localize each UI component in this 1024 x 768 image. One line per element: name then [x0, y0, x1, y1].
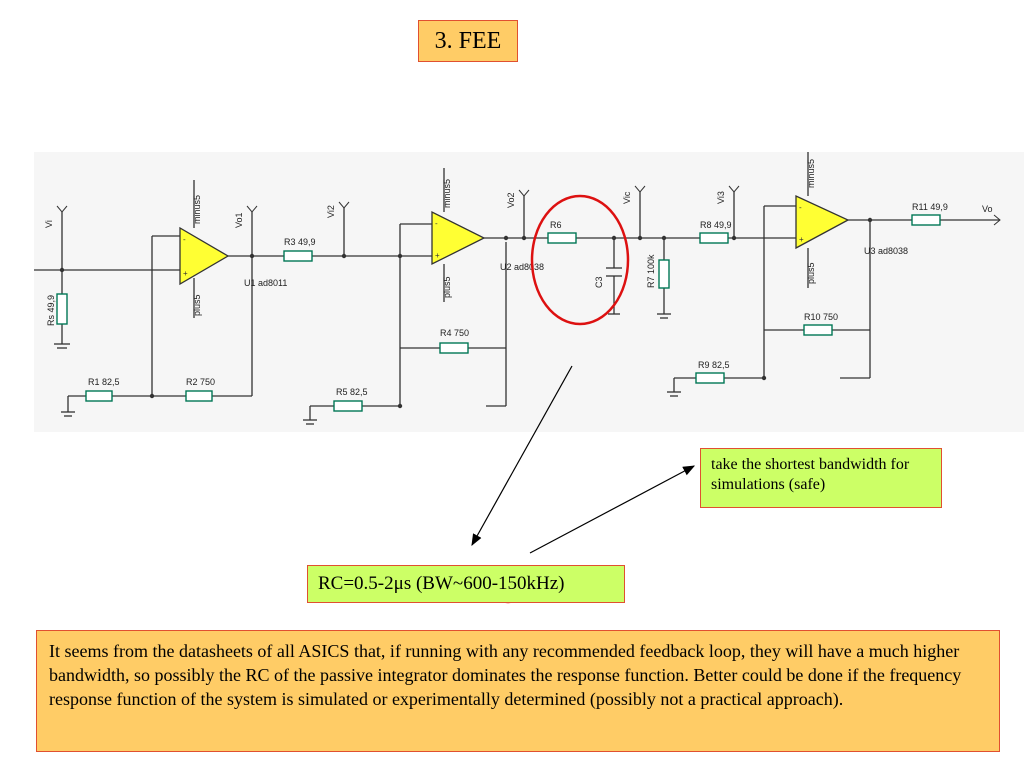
- test-point-forks: [56, 185, 1001, 226]
- junction-dots: [59, 217, 873, 409]
- label-vic: Vic: [622, 191, 632, 204]
- rc-prefix: RC=0.5-2μs (BW~: [318, 573, 464, 594]
- label-u1-minus: minus5: [192, 195, 202, 224]
- label-r3: R3 49,9: [284, 237, 316, 247]
- svg-text:-: -: [799, 203, 802, 212]
- label-r7: R7 100k: [646, 254, 656, 288]
- label-vo1: Vo1: [234, 212, 244, 228]
- resistors: [56, 214, 941, 412]
- label-r6: R6: [550, 220, 562, 230]
- label-vo: Vo: [982, 204, 993, 214]
- op-amps: [179, 194, 850, 286]
- svg-text:+: +: [183, 269, 188, 278]
- resistor-r9: [695, 372, 725, 384]
- resistor-r2: [185, 390, 213, 402]
- label-u2: U2 ad8038: [500, 262, 544, 272]
- opamp-u3: [795, 194, 850, 250]
- label-r8: R8 49,9: [700, 220, 732, 230]
- bandwidth-note: take the shortest bandwidth for simulati…: [700, 448, 942, 508]
- label-r1: R1 82,5: [88, 377, 120, 387]
- wires: [34, 152, 1000, 425]
- resistor-r4: [439, 342, 469, 354]
- label-u3-minus: minus5: [806, 159, 816, 188]
- label-r10: R10 750: [804, 312, 838, 322]
- svg-text:-: -: [435, 219, 438, 228]
- svg-text:+: +: [435, 251, 440, 260]
- label-rs: Rs 49,9: [46, 295, 56, 326]
- label-r4: R4 750: [440, 328, 469, 338]
- label-vi2: Vi2: [326, 205, 336, 218]
- schematic-labels: Vi Rs 49,9 R1 82,5 R2 750 minus5 plus5 U…: [44, 159, 993, 397]
- resistor-r1: [85, 390, 113, 402]
- rc-bandwidth-box: RC=0.5-2μs (BW~600-150kHz): [307, 565, 625, 603]
- label-r2: R2 750: [186, 377, 215, 387]
- arrow-to-rc-box: [471, 365, 573, 547]
- resistor-r7: [658, 259, 670, 289]
- label-u1: U1 ad8011: [244, 278, 287, 288]
- rc-suffix: -150kHz): [491, 573, 565, 594]
- resistor-r11: [911, 214, 941, 226]
- rc-highlight: 600: [463, 573, 492, 594]
- slide-title: 3. FEE: [418, 20, 518, 62]
- label-u2-plus: plus5: [442, 276, 452, 298]
- label-vi3: Vi3: [716, 191, 726, 204]
- resistor-r6: [547, 232, 577, 244]
- resistor-r5: [333, 400, 363, 412]
- opamp-u1: [179, 226, 230, 286]
- resistor-r8: [699, 232, 729, 244]
- resistor-r3: [283, 250, 313, 262]
- arrow-to-note-box: [529, 465, 696, 554]
- opamp-pin-signs: - + - + - +: [183, 203, 804, 278]
- label-r5: R5 82,5: [336, 387, 368, 397]
- label-c3: C3: [594, 276, 604, 288]
- label-u3-plus: plus5: [806, 262, 816, 284]
- svg-text:-: -: [183, 235, 186, 244]
- label-r11: R11 49,9: [912, 202, 948, 212]
- opamp-u2: [431, 210, 486, 266]
- label-vo2: Vo2: [506, 192, 516, 208]
- svg-text:+: +: [799, 235, 804, 244]
- schematic-svg: - + - + - + Vi Rs 49,9 R1 82,5 R2 750 minus…: [34, 152, 1001, 425]
- resistor-r10: [803, 324, 833, 336]
- label-u3: U3 ad8038: [864, 246, 908, 256]
- resistor-rs: [56, 293, 68, 325]
- explanation-text: It seems from the datasheets of all ASIC…: [36, 630, 1000, 752]
- label-vi: Vi: [44, 220, 54, 228]
- label-r9: R9 82,5: [698, 360, 730, 370]
- highlight-circle-rc: [530, 194, 630, 326]
- label-u2-minus: minus5: [442, 179, 452, 208]
- circuit-schematic: - + - + - + Vi Rs 49,9 R1 82,5 R2 750 minus…: [34, 152, 1024, 432]
- label-u1-plus: plus5: [192, 294, 202, 316]
